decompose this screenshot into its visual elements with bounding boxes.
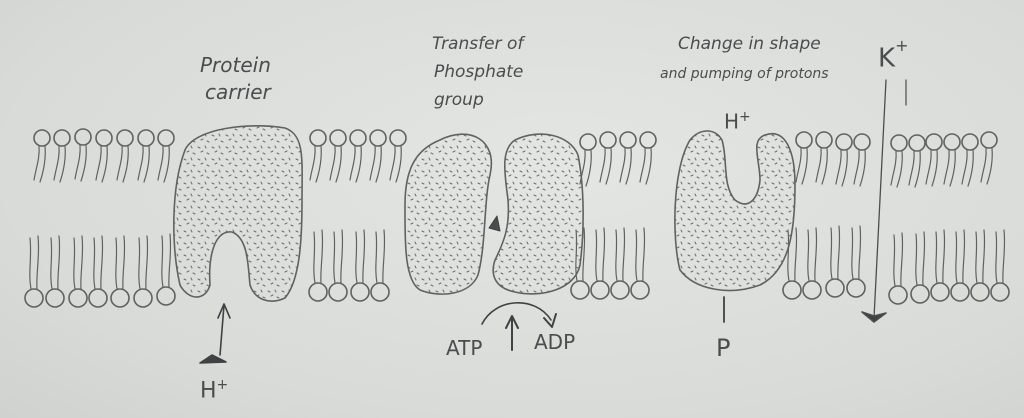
- atp-label: ATP: [446, 336, 483, 360]
- h-charge-bottom: +: [216, 377, 229, 393]
- phosphate-p-label: P: [716, 334, 731, 362]
- k-ion-label: K+: [878, 37, 908, 74]
- protein-carrier-label-line2: carrier: [205, 80, 271, 104]
- h-ion-top-label: H+: [724, 110, 751, 133]
- h-ion-bottom-label: H+: [200, 377, 229, 404]
- h-ion-entry-arrow: [199, 303, 231, 364]
- h-symbol-top: H: [724, 109, 740, 134]
- transfer-label-line3: group: [434, 90, 484, 110]
- transfer-label-line2: Phosphate: [434, 62, 524, 82]
- change-shape-label-line2: and pumping of protons: [660, 66, 829, 82]
- phosphate-triangle-icon: [488, 215, 501, 232]
- protein-carrier-shape: [173, 125, 303, 302]
- k-ion-arrow: [861, 79, 907, 323]
- k-symbol: K: [878, 43, 896, 74]
- k-charge: +: [895, 36, 909, 55]
- phosphate-transfer-right-shape: [492, 133, 584, 295]
- atp-adp-arrows: [481, 302, 557, 351]
- adp-label: ADP: [534, 330, 576, 354]
- transfer-label-line1: Transfer of: [432, 34, 524, 54]
- h-charge-top: +: [739, 109, 751, 125]
- change-shape-label-line1: Change in shape: [678, 34, 821, 54]
- h-symbol-bottom: H: [200, 378, 217, 404]
- phosphate-transfer-left-shape: [404, 133, 493, 295]
- protein-carrier-label-line1: Protein: [200, 53, 271, 77]
- pump-changed-shape: [674, 130, 796, 292]
